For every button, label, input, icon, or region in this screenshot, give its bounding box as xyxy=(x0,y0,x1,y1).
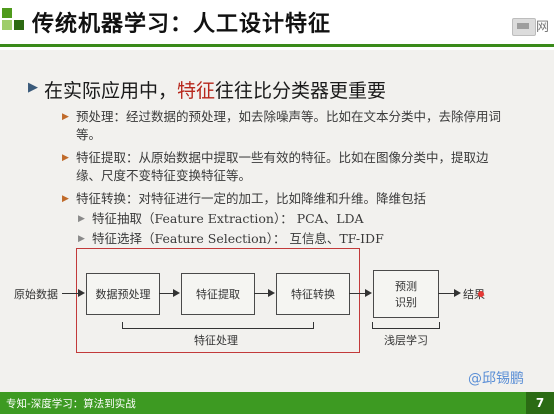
bracket-shallow-label: 浅层学习 xyxy=(384,334,428,347)
predict-line2: 识别 xyxy=(395,296,417,309)
triangle-bullet-icon: ▶ xyxy=(78,234,85,244)
arrow-head-icon xyxy=(268,289,275,297)
logo-squares-icon xyxy=(2,8,28,34)
box-feature-transform: 特征转换 xyxy=(276,273,350,315)
slide-title: 传统机器学习：人工设计特征 xyxy=(32,12,332,37)
arrow-head-icon xyxy=(365,289,372,297)
pipeline-diagram: 原始数据 数据预处理 特征提取 特征转换 预测 识别 结果 特征处理 浅层学习 xyxy=(0,240,554,353)
sub-bullet-text: 特征选择（Feature Selection）： 互信息、TF-IDF xyxy=(92,231,384,246)
footer-bar: 专知-深度学习：算法到实战 7 xyxy=(0,392,554,414)
arrow-head-icon xyxy=(454,289,461,297)
corner-label: 网 xyxy=(536,20,550,35)
bullet-list: ▶ 预处理：经过数据的预处理，如去除噪声等。比如在文本分类中，去除停用词等。 ▶… xyxy=(62,108,502,250)
arrow xyxy=(349,293,365,294)
footer-course-title: 专知-深度学习：算法到实战 xyxy=(6,398,136,410)
bullet-text: 特征提取：从原始数据中提取一些有效的特征。比如在图像分类中，提取边缘、尺度不变特… xyxy=(76,150,489,183)
page-number: 7 xyxy=(526,392,554,414)
title-bar: 传统机器学习：人工设计特征 网 xyxy=(0,0,554,50)
box-predict: 预测 识别 xyxy=(373,270,439,318)
triangle-bullet-icon: ▶ xyxy=(62,153,69,163)
triangle-bullet-icon: ▶ xyxy=(62,112,69,122)
author-watermark: @邱锡鹏 xyxy=(468,371,524,387)
main-point: ▶ 在实际应用中，特征往往比分类器更重要 xyxy=(28,76,387,103)
triangle-bullet-icon: ▶ xyxy=(28,80,38,95)
predict-line1: 预测 xyxy=(395,280,417,293)
arrow-head-icon xyxy=(173,289,180,297)
arrow xyxy=(254,293,268,294)
bullet-feature-transform: ▶ 特征转换：对特征进行一定的加工，比如降维和升维。降维包括 xyxy=(62,190,502,208)
shallow-learning-bracket xyxy=(372,322,440,329)
main-point-prefix: 在实际应用中， xyxy=(44,80,178,102)
sub-bullet-feature-extraction: ▶ 特征抽取（Feature Extraction）： PCA、LDA xyxy=(62,210,502,228)
laser-pointer-dot xyxy=(478,291,484,297)
box-feature-extraction: 特征提取 xyxy=(181,273,255,315)
triangle-bullet-icon: ▶ xyxy=(62,194,69,204)
input-label: 原始数据 xyxy=(14,288,58,301)
sub-bullet-text: 特征抽取（Feature Extraction）： PCA、LDA xyxy=(92,211,364,226)
bullet-feature-extraction: ▶ 特征提取：从原始数据中提取一些有效的特征。比如在图像分类中，提取边缘、尺度不… xyxy=(62,149,502,185)
bullet-preprocessing: ▶ 预处理：经过数据的预处理，如去除噪声等。比如在文本分类中，去除停用词等。 xyxy=(62,108,502,144)
main-point-highlight: 特征 xyxy=(177,80,216,102)
feature-processing-bracket xyxy=(122,322,314,329)
bullet-text: 特征转换：对特征进行一定的加工，比如降维和升维。降维包括 xyxy=(76,191,427,206)
arrow xyxy=(62,293,78,294)
bullet-text: 预处理：经过数据的预处理，如去除噪声等。比如在文本分类中，去除停用词等。 xyxy=(76,109,502,142)
bracket-feature-label: 特征处理 xyxy=(194,334,238,347)
feature-processing-frame xyxy=(76,248,360,353)
sub-bullet-feature-selection: ▶ 特征选择（Feature Selection）： 互信息、TF-IDF xyxy=(62,230,502,248)
arrow-head-icon xyxy=(78,289,85,297)
triangle-bullet-icon: ▶ xyxy=(78,214,85,224)
arrow xyxy=(438,293,454,294)
box-preprocessing: 数据预处理 xyxy=(86,273,160,315)
title-divider xyxy=(0,44,554,47)
screen-share-icon[interactable] xyxy=(512,18,536,36)
main-point-suffix: 往往比分类器更重要 xyxy=(215,80,387,102)
arrow xyxy=(159,293,173,294)
